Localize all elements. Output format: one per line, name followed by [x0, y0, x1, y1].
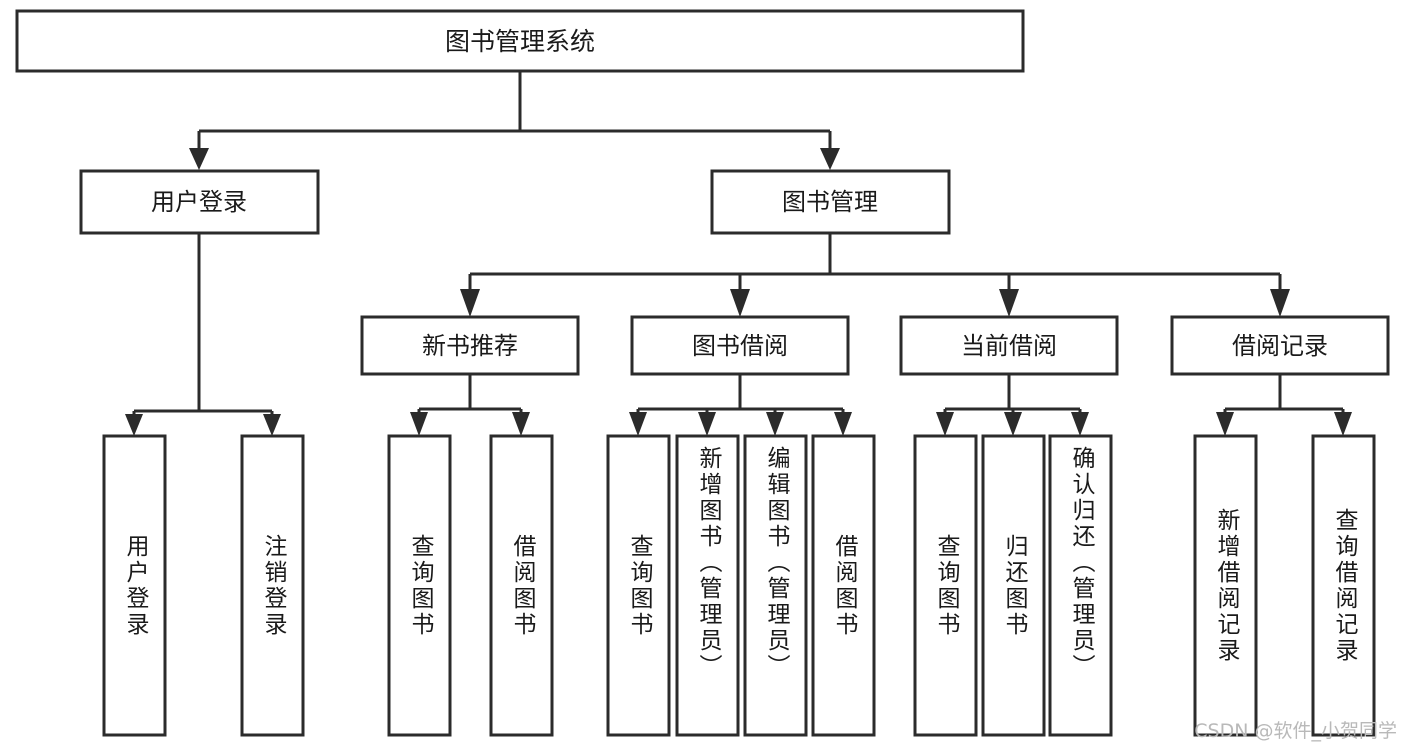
node-current-borrow[interactable]: 当前借阅 [899, 315, 1119, 376]
node-new-book-recommend-label: 新书推荐 [422, 332, 518, 360]
arrowhead-leaf-borrow-record-1 [1334, 412, 1352, 436]
arrowhead-leaf-book-borrow-0 [629, 412, 647, 436]
node-root-box[interactable] [15, 9, 1025, 73]
node-book-management[interactable]: 图书管理 [710, 169, 951, 235]
arrowhead-leaf-current-borrow-1 [1004, 412, 1022, 436]
leaf-group-borrow-record [1193, 434, 1376, 737]
leaf-box-book-borrow-2[interactable] [743, 434, 808, 737]
arrowhead-leaf-book-borrow-2 [766, 412, 784, 436]
node-book-management-box[interactable] [710, 169, 951, 235]
leaf-box-current-borrow-2[interactable] [1048, 434, 1113, 737]
leaf-box-new-book-0[interactable] [387, 434, 452, 737]
leaf-group-current-borrow [913, 434, 1113, 737]
arrowhead-book-mgmt [820, 148, 840, 170]
edge-group-root-to-level1 [189, 71, 840, 170]
leaf-box-new-book-1[interactable] [489, 434, 554, 737]
leaf-box-current-borrow-0[interactable] [913, 434, 978, 737]
leaf-box-book-borrow-0[interactable] [606, 434, 671, 737]
node-root-label: 图书管理系统 [445, 27, 595, 56]
leaf-group-user-login [102, 434, 305, 737]
edge-group-book-mgmt-to-level2 [460, 233, 1290, 317]
node-current-borrow-label: 当前借阅 [961, 332, 1057, 360]
node-user-login[interactable]: 用户登录 [79, 169, 320, 235]
edge-group-book-borrow-to-leaves [629, 374, 852, 436]
arrowhead-user-login [189, 148, 209, 170]
arrowhead-leaf-user-login-1 [263, 414, 281, 436]
node-book-borrow-box[interactable] [630, 315, 850, 376]
edge-group-user-login-to-leaves [125, 233, 281, 436]
edge-group-borrow-record-to-leaves [1216, 374, 1352, 436]
node-book-borrow[interactable]: 图书借阅 [630, 315, 850, 376]
arrowhead-current-borrow [999, 289, 1019, 317]
node-book-management-label: 图书管理 [782, 188, 878, 216]
arrowhead-leaf-book-borrow-3 [834, 412, 852, 436]
arrowhead-leaf-borrow-record-0 [1216, 412, 1234, 436]
arrowhead-book-borrow [730, 289, 750, 317]
node-new-book-recommend-box[interactable] [360, 315, 580, 376]
node-user-login-label: 用户登录 [151, 188, 247, 216]
leaf-group-book-borrow [606, 434, 876, 737]
node-root[interactable]: 图书管理系统 [15, 9, 1025, 73]
arrowhead-leaf-current-borrow-0 [936, 412, 954, 436]
leaf-box-book-borrow-3[interactable] [811, 434, 876, 737]
leaf-box-borrow-record-0[interactable] [1193, 434, 1258, 737]
leaf-group-new-book [387, 434, 554, 737]
arrowhead-new-book [460, 289, 480, 317]
leaf-box-user-login-0[interactable] [102, 434, 167, 737]
arrowhead-leaf-user-login-0 [125, 414, 143, 436]
node-book-borrow-label: 图书借阅 [692, 332, 788, 360]
edge-group-current-borrow-to-leaves [936, 374, 1089, 436]
arrowhead-leaf-current-borrow-2 [1071, 412, 1089, 436]
node-borrow-record[interactable]: 借阅记录 [1170, 315, 1390, 376]
leaf-box-book-borrow-1[interactable] [675, 434, 740, 737]
edge-group-new-book-to-leaves [410, 374, 530, 436]
node-user-login-box[interactable] [79, 169, 320, 235]
arrowhead-leaf-new-book-0 [410, 412, 428, 436]
leaf-box-user-login-1[interactable] [240, 434, 305, 737]
arrowhead-leaf-book-borrow-1 [698, 412, 716, 436]
leaf-box-current-borrow-1[interactable] [981, 434, 1046, 737]
node-borrow-record-box[interactable] [1170, 315, 1390, 376]
node-new-book-recommend[interactable]: 新书推荐 [360, 315, 580, 376]
csdn-watermark: CSDN @软件_小贺同学 [1194, 720, 1397, 742]
node-borrow-record-label: 借阅记录 [1232, 332, 1328, 360]
arrowhead-borrow-record [1270, 289, 1290, 317]
arrowhead-leaf-new-book-1 [512, 412, 530, 436]
node-current-borrow-box[interactable] [899, 315, 1119, 376]
leaf-box-borrow-record-1[interactable] [1311, 434, 1376, 737]
